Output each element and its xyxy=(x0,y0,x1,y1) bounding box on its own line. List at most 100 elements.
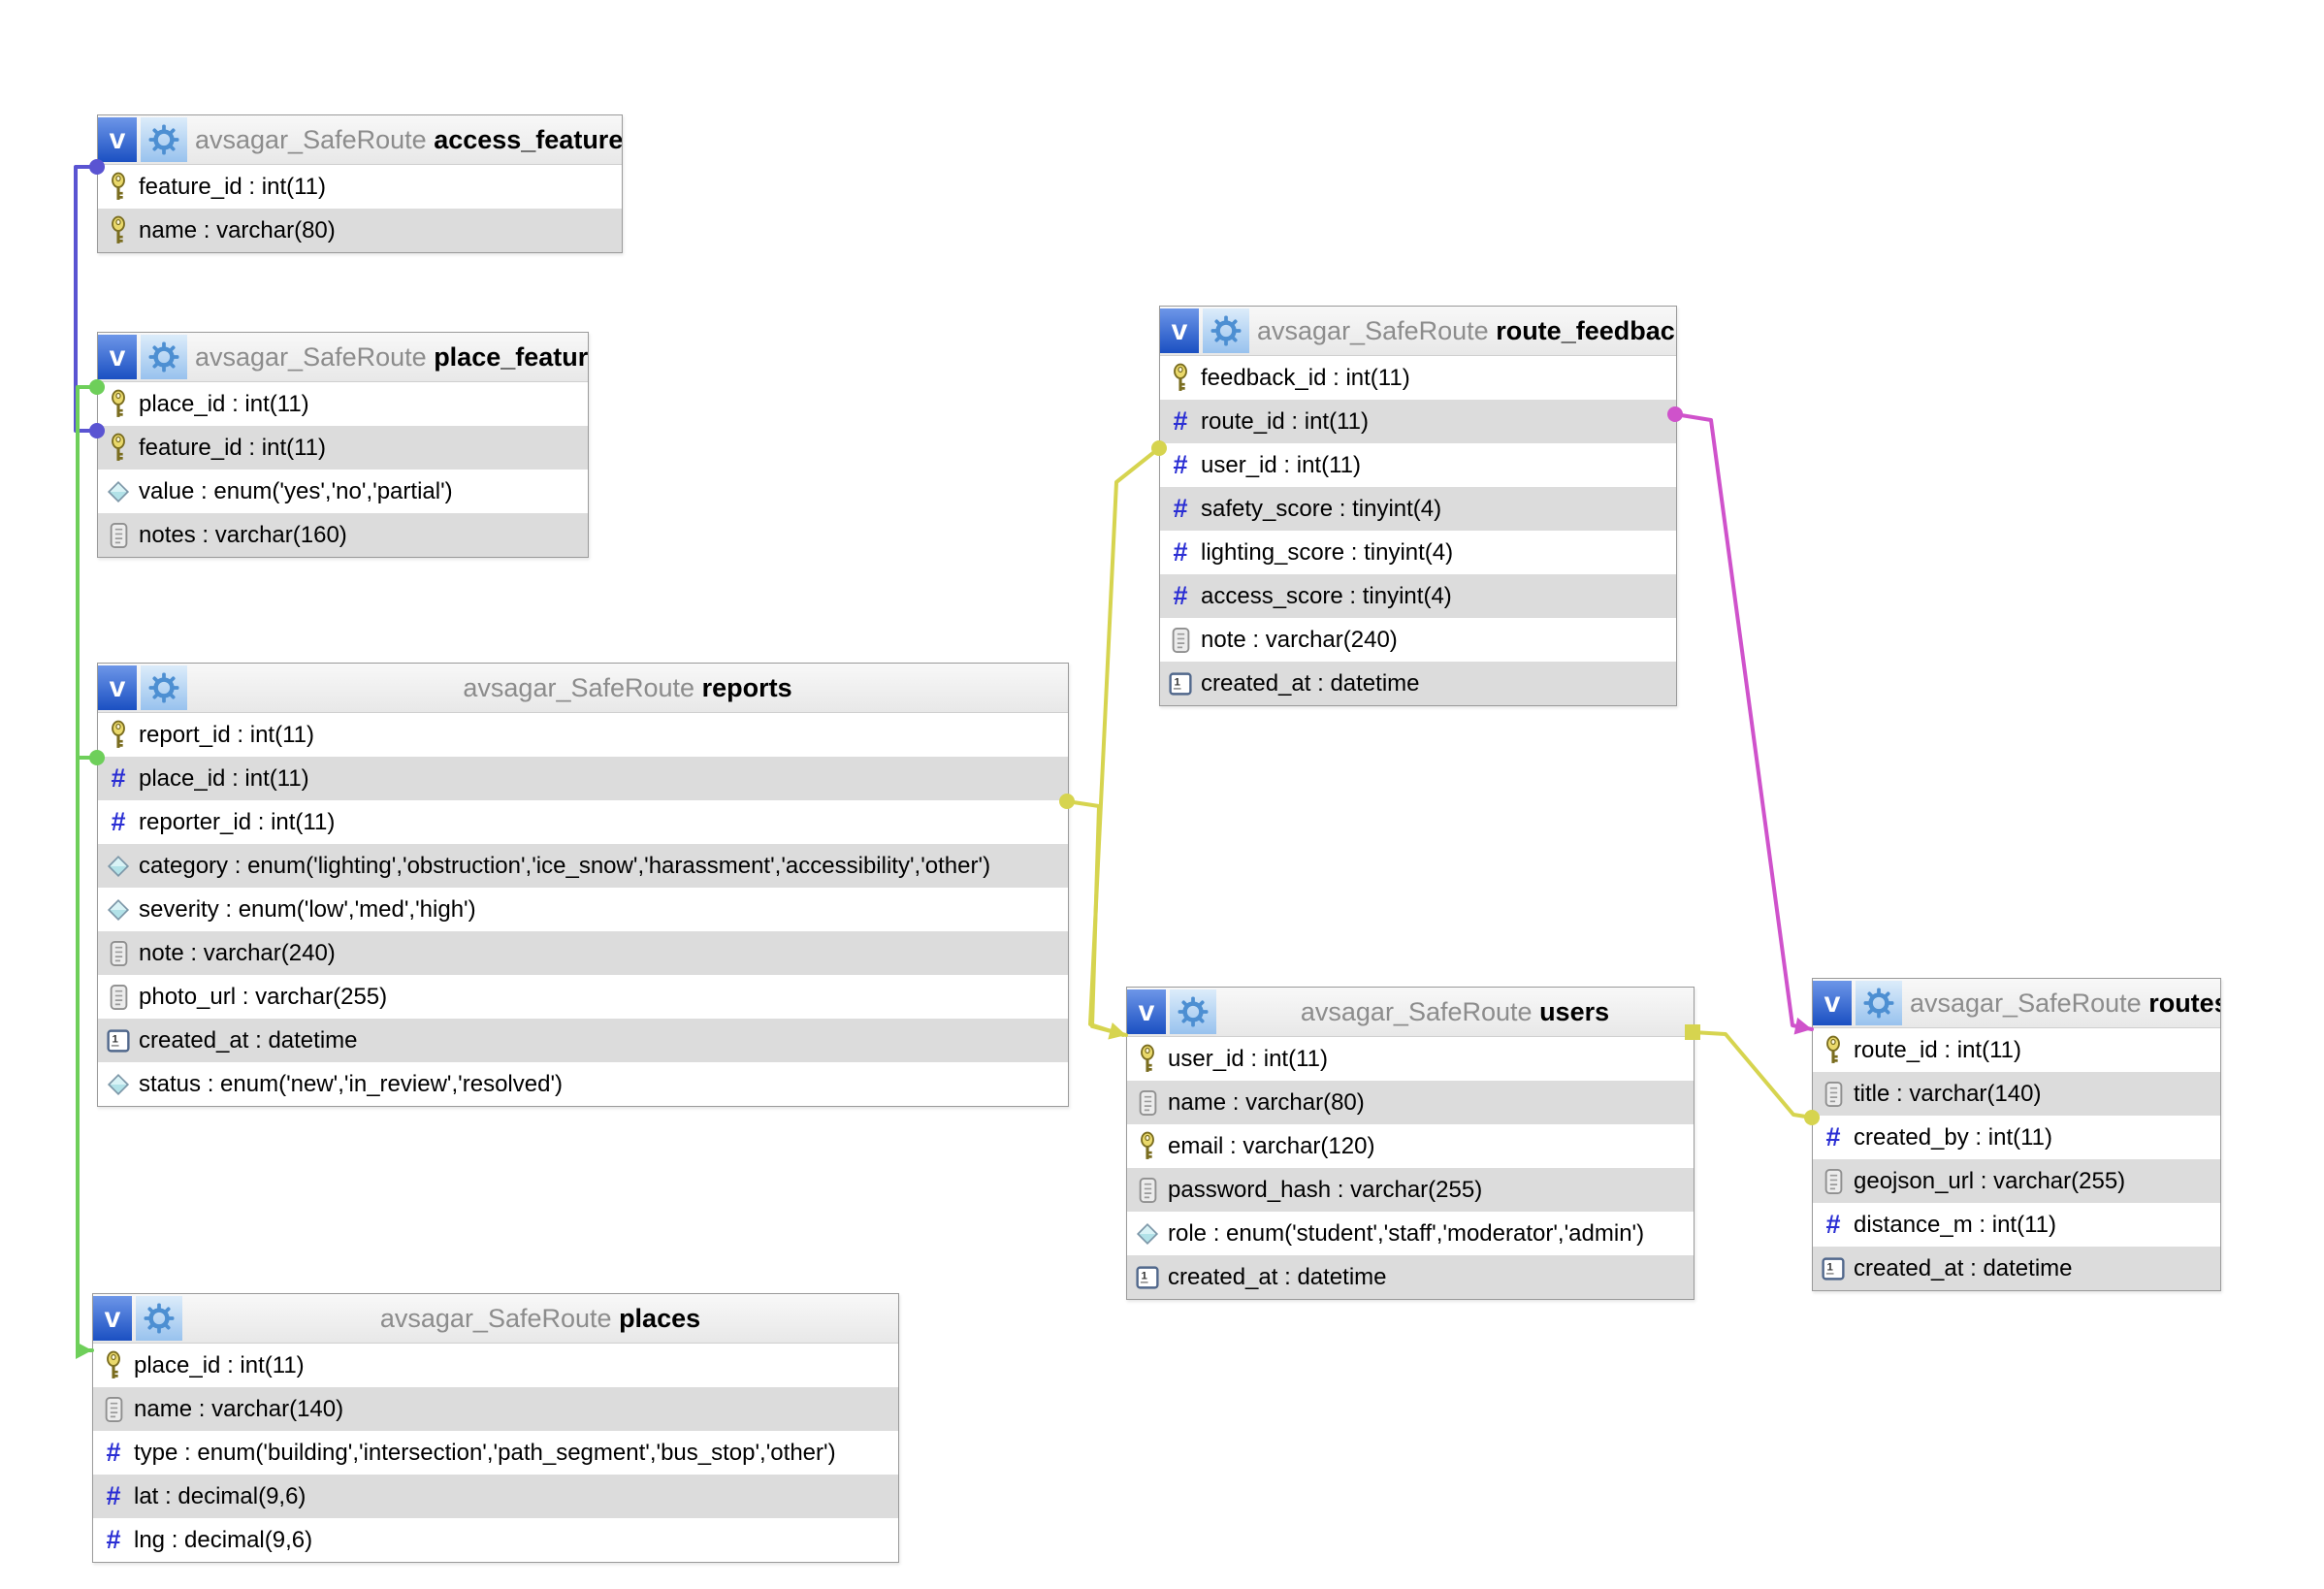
relation-line-route_feedback_route_id-to-routes_route_id[interactable] xyxy=(1673,412,1814,1031)
column-row-reports-place_id[interactable]: #place_id : int(11) xyxy=(98,757,1068,800)
primary-key-icon xyxy=(98,720,139,750)
column-name: value xyxy=(139,477,195,504)
column-row-places-type[interactable]: #type : enum('building','intersection','… xyxy=(93,1431,898,1475)
column-separator: : xyxy=(242,434,262,461)
column-row-users-name[interactable]: name : varchar(80) xyxy=(1127,1081,1694,1124)
column-row-route_feedback-note[interactable]: note : varchar(240) xyxy=(1160,618,1676,662)
column-row-route_feedback-safety_score[interactable]: #safety_score : tinyint(4) xyxy=(1160,487,1676,531)
table-title: avsagar_SafeRoute access_features xyxy=(187,125,622,155)
svg-text:1: 1 xyxy=(112,1033,118,1045)
column-row-users-user_id[interactable]: user_id : int(11) xyxy=(1127,1037,1694,1081)
column-definition: lat : decimal(9,6) xyxy=(134,1483,311,1510)
column-row-place_feature-notes[interactable]: notes : varchar(160) xyxy=(98,513,588,557)
relation-line-routes_created_by-to-users_user_id[interactable] xyxy=(1691,1030,1814,1119)
relation-line-place_feature_feature_id-to-access_features_feature_id[interactable] xyxy=(74,165,99,433)
column-row-routes-created_by[interactable]: #created_by : int(11) xyxy=(1813,1116,2220,1159)
relation-endpoint-arrow-route_feedback_route_id-to-routes_route_id xyxy=(1793,1017,1812,1035)
column-row-place_feature-feature_id[interactable]: feature_id : int(11) xyxy=(98,426,588,470)
column-row-reports-reporter_id[interactable]: #reporter_id : int(11) xyxy=(98,800,1068,844)
collapse-toggle-button[interactable]: v xyxy=(98,117,137,162)
column-row-reports-severity[interactable]: severity : enum('low','med','high') xyxy=(98,888,1068,931)
column-row-places-lat[interactable]: #lat : decimal(9,6) xyxy=(93,1475,898,1518)
column-type: int(11) xyxy=(244,390,309,417)
collapse-toggle-button[interactable]: v xyxy=(98,665,137,710)
datetime-icon: 1 xyxy=(1160,671,1201,696)
column-row-places-place_id[interactable]: place_id : int(11) xyxy=(93,1344,898,1387)
column-row-routes-title[interactable]: title : varchar(140) xyxy=(1813,1072,2220,1116)
column-row-route_feedback-feedback_id[interactable]: feedback_id : int(11) xyxy=(1160,356,1676,400)
column-row-places-lng[interactable]: #lng : decimal(9,6) xyxy=(93,1518,898,1562)
column-definition: category : enum('lighting','obstruction'… xyxy=(139,853,996,880)
column-row-place_feature-place_id[interactable]: place_id : int(11) xyxy=(98,382,588,426)
column-separator: : xyxy=(201,1070,221,1097)
column-row-users-email[interactable]: email : varchar(120) xyxy=(1127,1124,1694,1168)
column-separator: : xyxy=(1223,1132,1243,1159)
column-definition: status : enum('new','in_review','resolve… xyxy=(139,1071,568,1098)
collapse-toggle-button[interactable]: v xyxy=(93,1296,132,1341)
collapse-toggle-button[interactable]: v xyxy=(1127,989,1166,1034)
column-row-route_feedback-lighting_score[interactable]: #lighting_score : tinyint(4) xyxy=(1160,531,1676,574)
column-row-users-password_hash[interactable]: password_hash : varchar(255) xyxy=(1127,1168,1694,1212)
column-row-access_features-name[interactable]: name : varchar(80) xyxy=(98,209,622,252)
collapse-toggle-button[interactable]: v xyxy=(98,335,137,379)
table-header-access_features[interactable]: v avsagar_SafeRoute access_features xyxy=(98,115,622,165)
column-separator: : xyxy=(165,1526,185,1553)
column-row-route_feedback-route_id[interactable]: #route_id : int(11) xyxy=(1160,400,1676,443)
column-separator: : xyxy=(1245,626,1266,653)
column-row-places-name[interactable]: name : varchar(140) xyxy=(93,1387,898,1431)
column-name: feature_id xyxy=(139,173,242,200)
table-header-reports[interactable]: v avsagar_SafeRoute reports xyxy=(98,664,1068,713)
column-row-routes-distance_m[interactable]: #distance_m : int(11) xyxy=(1813,1203,2220,1247)
gear-icon[interactable] xyxy=(1203,308,1249,353)
column-name: place_id xyxy=(139,390,226,417)
column-definition: geojson_url : varchar(255) xyxy=(1854,1168,2131,1195)
column-separator: : xyxy=(251,808,272,835)
column-row-routes-route_id[interactable]: route_id : int(11) xyxy=(1813,1028,2220,1072)
gear-icon[interactable] xyxy=(141,665,187,710)
gear-icon[interactable] xyxy=(1856,981,1902,1025)
column-row-routes-geojson_url[interactable]: geojson_url : varchar(255) xyxy=(1813,1159,2220,1203)
table-title: avsagar_SafeRoute reports xyxy=(187,673,1068,703)
column-row-route_feedback-user_id[interactable]: #user_id : int(11) xyxy=(1160,443,1676,487)
column-row-reports-category[interactable]: category : enum('lighting','obstruction'… xyxy=(98,844,1068,888)
column-definition: feature_id : int(11) xyxy=(139,435,332,462)
relation-line-route_feedback_user_id-to-users_user_id[interactable] xyxy=(1088,446,1161,1037)
column-name: type xyxy=(134,1439,178,1466)
gear-icon[interactable] xyxy=(141,335,187,379)
column-separator: : xyxy=(178,1439,198,1466)
gear-icon[interactable] xyxy=(141,117,187,162)
column-type: tinyint(4) xyxy=(1362,582,1452,609)
column-definition: note : varchar(240) xyxy=(1201,627,1404,654)
column-row-reports-status[interactable]: status : enum('new','in_review','resolve… xyxy=(98,1062,1068,1106)
column-definition: title : varchar(140) xyxy=(1854,1081,2047,1108)
column-separator: : xyxy=(1226,1088,1246,1116)
column-name: access_score xyxy=(1201,582,1343,609)
column-row-access_features-feature_id[interactable]: feature_id : int(11) xyxy=(98,165,622,209)
gear-icon[interactable] xyxy=(1170,989,1216,1034)
column-row-reports-note[interactable]: note : varchar(240) xyxy=(98,931,1068,975)
column-row-reports-report_id[interactable]: report_id : int(11) xyxy=(98,713,1068,757)
collapse-toggle-button[interactable]: v xyxy=(1160,308,1199,353)
gear-icon[interactable] xyxy=(136,1296,182,1341)
index-hash-icon: # xyxy=(1825,1210,1841,1239)
column-row-reports-photo_url[interactable]: photo_url : varchar(255) xyxy=(98,975,1068,1019)
column-definition: notes : varchar(160) xyxy=(139,522,353,549)
collapse-toggle-button[interactable]: v xyxy=(1813,981,1852,1025)
column-row-place_feature-value[interactable]: value : enum('yes','no','partial') xyxy=(98,470,588,513)
column-name: report_id xyxy=(139,721,231,748)
relation-line-place_feature_place_id-to-places_place_id[interactable] xyxy=(76,385,99,1352)
column-definition: lighting_score : tinyint(4) xyxy=(1201,539,1459,567)
column-row-users-role[interactable]: role : enum('student','staff','moderator… xyxy=(1127,1212,1694,1255)
column-row-route_feedback-access_score[interactable]: #access_score : tinyint(4) xyxy=(1160,574,1676,618)
column-type: varchar(255) xyxy=(255,983,388,1010)
column-name: lng xyxy=(134,1526,166,1553)
